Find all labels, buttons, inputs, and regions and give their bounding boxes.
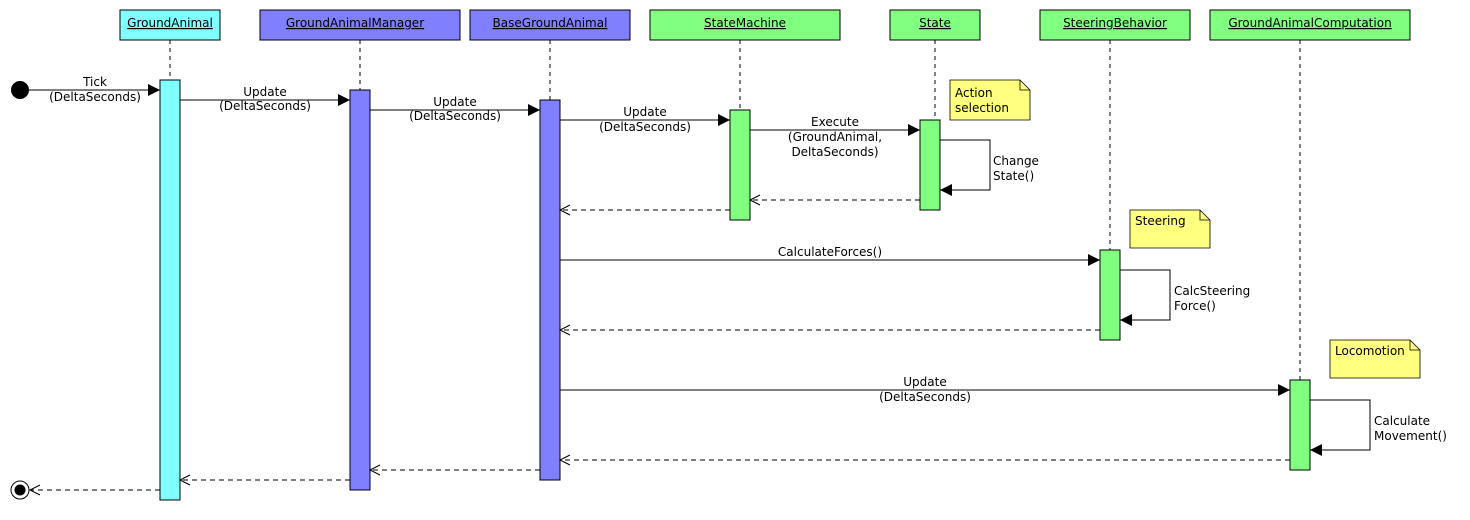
note-locomotion-text: Locomotion bbox=[1335, 344, 1405, 358]
label-update4-2: (DeltaSeconds) bbox=[879, 390, 971, 404]
label-calc-steering-2: Force() bbox=[1174, 299, 1216, 313]
msg-calculate-movement-arrow bbox=[1310, 399, 1371, 456]
return-arrowheads bbox=[28, 194, 761, 496]
header-state: State bbox=[919, 16, 951, 30]
label-update3-2: (DeltaSeconds) bbox=[599, 120, 691, 134]
label-tick-1: Tick bbox=[82, 75, 107, 89]
participant-headers: GroundAnimal GroundAnimalManager BaseGro… bbox=[119, 9, 1411, 41]
label-change-state-2: State() bbox=[993, 169, 1034, 183]
note-steering: Steering bbox=[1129, 209, 1211, 249]
note-steering-text: Steering bbox=[1135, 214, 1186, 228]
msg-change-state-arrow bbox=[940, 139, 991, 196]
label-tick-2: (DeltaSeconds) bbox=[49, 90, 141, 104]
label-update2-2: (DeltaSeconds) bbox=[409, 109, 501, 123]
note-action-line2: selection bbox=[955, 101, 1009, 115]
label-calculate-movement-1: Calculate bbox=[1374, 414, 1430, 428]
activation-basegroundanimal bbox=[539, 99, 561, 481]
activation-groundanimalcomputation bbox=[1289, 379, 1311, 471]
note-locomotion: Locomotion bbox=[1329, 339, 1421, 379]
final-node bbox=[10, 480, 30, 500]
label-execute-2: (GroundAnimal, bbox=[788, 130, 882, 144]
return-messages bbox=[30, 199, 1290, 491]
header-box-steeringbehavior bbox=[1039, 9, 1191, 41]
note-action-line1: Action bbox=[955, 86, 993, 100]
header-box-state bbox=[889, 9, 981, 41]
label-update4-1: Update bbox=[903, 375, 946, 389]
header-box-groundanimalcomputation bbox=[1209, 9, 1411, 41]
header-basegroundanimal: BaseGroundAnimal bbox=[493, 16, 608, 30]
messages bbox=[29, 84, 1371, 456]
label-update2-1: Update bbox=[433, 95, 476, 109]
header-box-groundanimalmanager bbox=[259, 9, 461, 41]
label-calc-steering-1: CalcSteering bbox=[1174, 284, 1250, 298]
label-calculate-movement-2: Movement() bbox=[1374, 429, 1447, 443]
label-update1-2: (DeltaSeconds) bbox=[219, 99, 311, 113]
label-update3-1: Update bbox=[623, 105, 666, 119]
header-groundanimalmanager: GroundAnimalManager bbox=[286, 16, 424, 30]
activation-groundanimal bbox=[159, 79, 181, 501]
activation-statemachine bbox=[729, 109, 751, 221]
initial-node bbox=[11, 81, 29, 99]
note-action-selection: Action selection bbox=[949, 79, 1031, 121]
label-execute-1: Execute bbox=[811, 115, 859, 129]
label-update1-1: Update bbox=[243, 85, 286, 99]
header-box-groundanimal bbox=[119, 9, 221, 41]
label-calculate-forces: CalculateForces() bbox=[778, 245, 882, 259]
header-box-statemachine bbox=[649, 9, 841, 41]
message-labels: Tick (DeltaSeconds) Update (DeltaSeconds… bbox=[49, 75, 1447, 443]
header-box-basegroundanimal bbox=[469, 9, 631, 41]
label-change-state-1: Change bbox=[993, 154, 1039, 168]
activation-steeringbehavior bbox=[1099, 249, 1121, 341]
header-statemachine: StateMachine bbox=[704, 16, 786, 30]
msg-calc-steering-arrow bbox=[1120, 269, 1171, 326]
activation-groundanimalmanager bbox=[349, 89, 371, 491]
label-execute-3: DeltaSeconds) bbox=[791, 145, 878, 159]
header-groundanimalcomputation: GroundAnimalComputation bbox=[1228, 16, 1391, 30]
header-groundanimal: GroundAnimal bbox=[127, 16, 213, 30]
activation-state bbox=[919, 119, 941, 211]
header-steeringbehavior: SteeringBehavior bbox=[1063, 16, 1167, 30]
activation-bars bbox=[159, 79, 1311, 501]
